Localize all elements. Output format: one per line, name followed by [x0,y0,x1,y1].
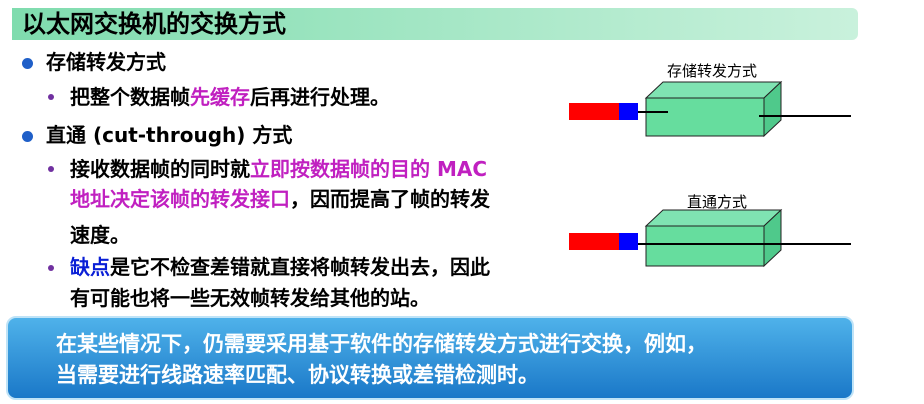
frame-blue-segment [619,103,638,120]
store-forward-diagram [569,80,851,138]
sub-bullet-dot [48,94,54,100]
highlight-text: 先缓存 [190,85,250,109]
note-line-2: 当需要进行线路速率匹配、协议转换或差错检测时。 [56,363,539,387]
highlight-text: 地址决定该帧的转发接口 [70,187,290,211]
cut-through-heading: 直通 (cut-through) 方式 [46,123,293,147]
switch-box-front [645,225,765,267]
switch-box-top [644,209,783,227]
cut-through-diagram-label: 直通方式 [687,193,748,211]
bullet-dot [22,131,33,142]
store-forward-diagram-label: 存储转发方式 [667,62,758,80]
note-box [6,316,854,400]
highlight-text: 立即按数据帧的目的 MAC [250,157,488,181]
sub-bullet-dot [48,166,54,172]
switch-box-top [644,81,783,99]
store-forward-desc: 把整个数据帧先缓存后再进行处理。 [70,85,390,109]
sub-bullet-dot [48,265,54,271]
cut-through-line-2: 地址决定该帧的转发接口，因而提高了帧的转发 [70,187,490,211]
cut-through-line-4: 缺点是它不检查差错就直接将帧转发出去，因此 [70,255,490,279]
page-title: 以太网交换机的交换方式 [22,10,286,38]
switch-box-front [645,97,765,137]
cut-through-line-5: 有可能也将一些无效帧转发给其他的站。 [70,286,430,310]
cut-through-diagram [569,208,851,268]
title-bar [12,8,858,40]
highlight-text: 缺点 [70,255,110,279]
bullet-dot [22,58,33,69]
store-forward-heading: 存储转发方式 [46,50,166,74]
frame-red-segment [569,103,619,120]
frame-blue-segment [619,233,638,250]
cut-through-line-1: 接收数据帧的同时就立即按数据帧的目的 MAC [70,157,488,181]
note-line-1: 在某些情况下，仍需要采用基于软件的存储转发方式进行交换，例如， [56,332,707,356]
cut-through-line-3: 速度。 [70,223,130,247]
frame-red-segment [569,233,619,250]
